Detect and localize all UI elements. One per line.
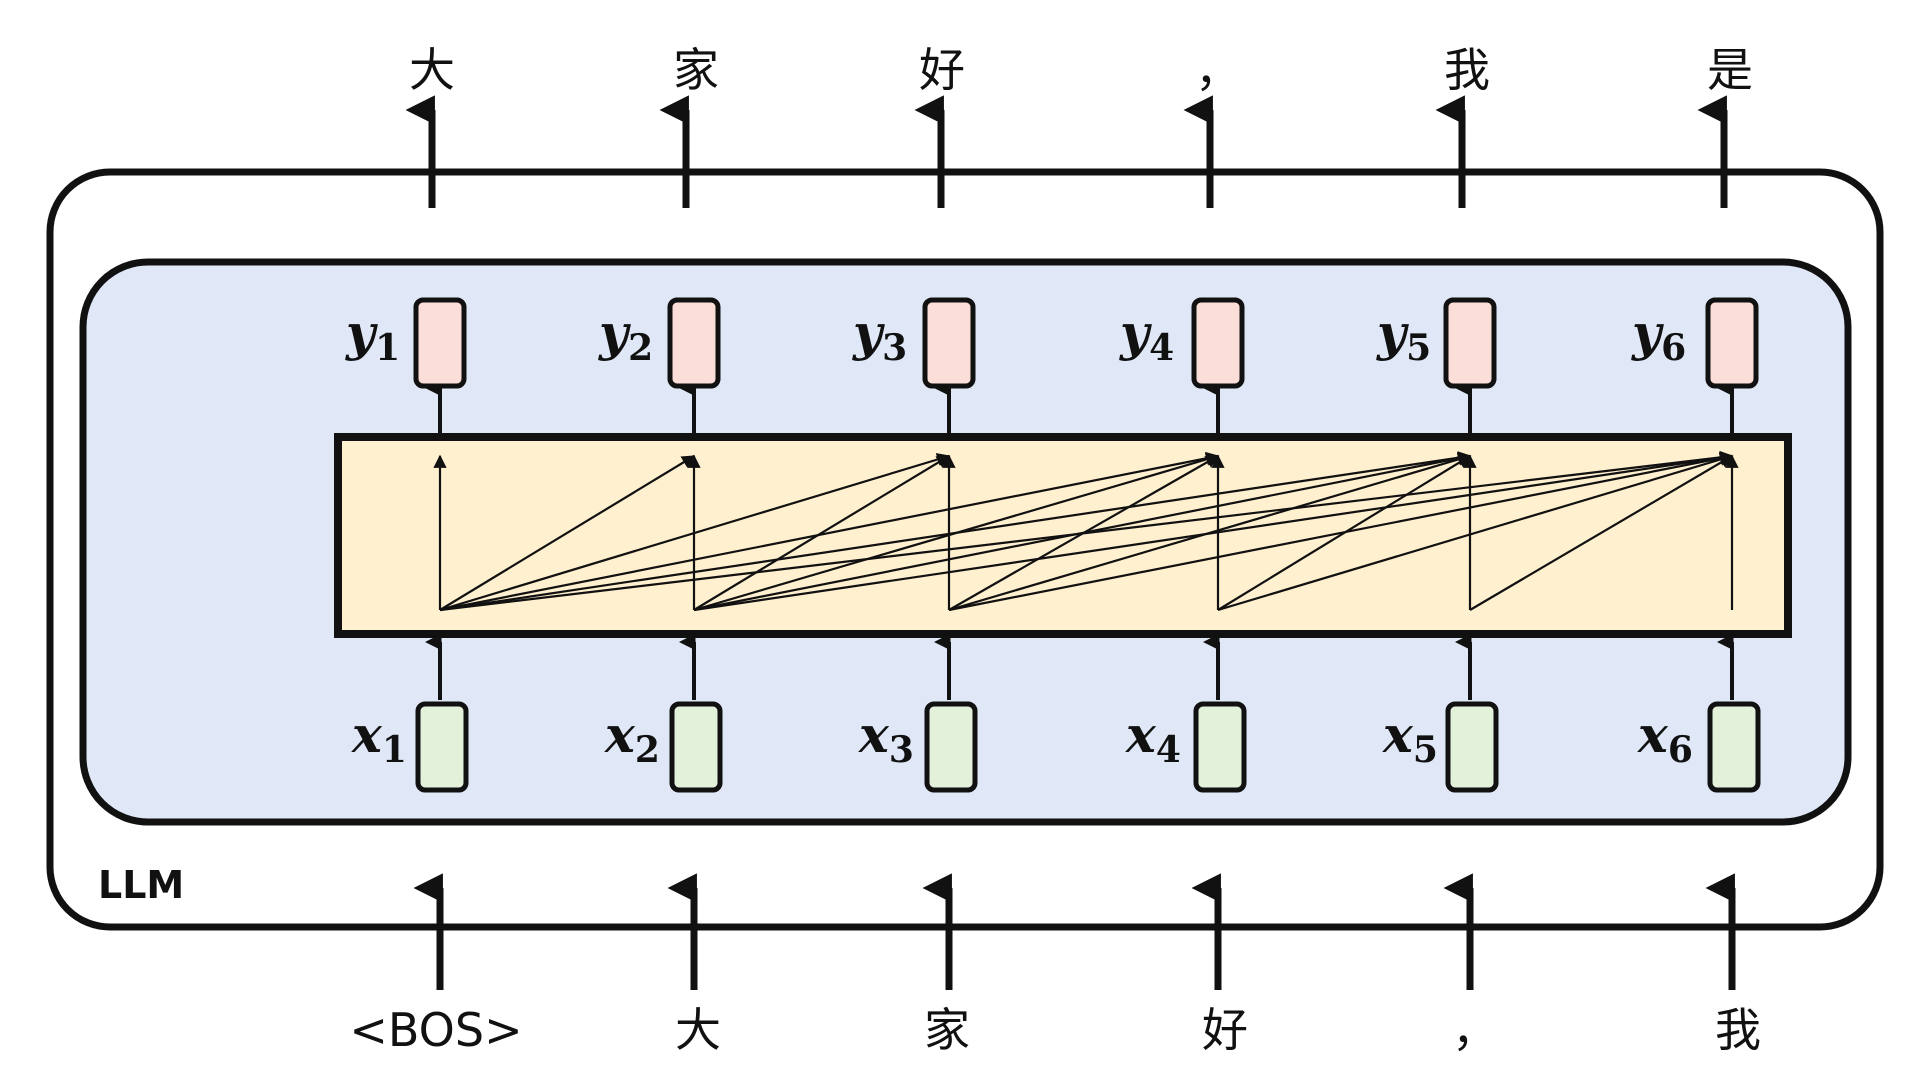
y4-label: y4 bbox=[1119, 303, 1174, 369]
input-token: 好 bbox=[1202, 1003, 1248, 1057]
arrows-layer bbox=[405, 95, 1736, 990]
input-token: <BOS> bbox=[349, 1003, 522, 1057]
x3-box bbox=[924, 701, 978, 793]
output-token: 大 bbox=[409, 43, 455, 97]
y1-label: y1 bbox=[345, 303, 400, 369]
y6-box bbox=[1705, 297, 1759, 389]
attention-edge bbox=[1469, 455, 1734, 611]
x5-box bbox=[1445, 701, 1499, 793]
llm-label: LLM bbox=[98, 863, 184, 907]
attention-edge bbox=[439, 451, 1472, 612]
y1-box bbox=[413, 297, 467, 389]
x6-label: x6 bbox=[1637, 705, 1693, 771]
x4-box bbox=[1193, 701, 1247, 793]
output-token: 我 bbox=[1444, 43, 1490, 97]
y-subscript: 4 bbox=[1149, 327, 1174, 369]
x-subscript: 3 bbox=[889, 729, 914, 771]
input-token: 家 bbox=[924, 1003, 970, 1057]
attention-connections bbox=[433, 450, 1739, 612]
x-subscript: 6 bbox=[1668, 729, 1693, 771]
y5-box bbox=[1443, 297, 1497, 389]
attention-edge bbox=[439, 450, 1734, 612]
y2-label: y2 bbox=[598, 303, 653, 369]
x6-box bbox=[1707, 701, 1761, 793]
attention-block bbox=[334, 433, 1792, 638]
x-symbol: x bbox=[1125, 705, 1157, 764]
x-symbol: x bbox=[1637, 705, 1669, 764]
x-symbol: x bbox=[604, 705, 636, 764]
input-token: ， bbox=[1452, 1003, 1498, 1057]
output-token: 家 bbox=[673, 43, 719, 97]
x2-label: x2 bbox=[604, 705, 660, 771]
x-symbol: x bbox=[351, 705, 383, 764]
y-symbol: y bbox=[1631, 303, 1664, 362]
attention-edge bbox=[439, 451, 1220, 612]
x3-label: x3 bbox=[858, 705, 914, 771]
token-boxes bbox=[413, 297, 1761, 793]
attention-edge bbox=[693, 451, 1734, 612]
attention-edge bbox=[948, 451, 1734, 612]
x-subscript: 2 bbox=[635, 729, 660, 771]
y-symbol: y bbox=[1119, 303, 1152, 362]
x-subscript: 1 bbox=[382, 729, 407, 771]
y-symbol: y bbox=[345, 303, 378, 362]
x-symbol: x bbox=[1382, 705, 1414, 764]
y-subscript: 6 bbox=[1661, 327, 1686, 369]
y-subscript: 1 bbox=[375, 327, 400, 369]
y-subscript: 2 bbox=[628, 327, 653, 369]
x2-box bbox=[669, 701, 723, 793]
y-symbol: y bbox=[1376, 303, 1409, 362]
x5-label: x5 bbox=[1382, 705, 1438, 771]
attention-edge bbox=[693, 455, 951, 611]
attention-edge bbox=[439, 453, 951, 612]
y-subscript: 3 bbox=[882, 327, 907, 369]
x-subscript: 4 bbox=[1156, 729, 1181, 771]
x1-box bbox=[415, 701, 469, 793]
y-symbol: y bbox=[598, 303, 631, 362]
input-token: 大 bbox=[675, 1003, 721, 1057]
input-token: 我 bbox=[1715, 1003, 1761, 1057]
x-subscript: 5 bbox=[1413, 729, 1438, 771]
y-subscript: 5 bbox=[1406, 327, 1431, 369]
output-token: 是 bbox=[1707, 43, 1753, 97]
x4-label: x4 bbox=[1125, 705, 1181, 771]
output-token: ， bbox=[1195, 43, 1241, 97]
y4-box bbox=[1191, 297, 1245, 389]
y6-label: y6 bbox=[1631, 303, 1686, 369]
y3-box bbox=[922, 297, 976, 389]
y2-box bbox=[667, 297, 721, 389]
y5-label: y5 bbox=[1376, 303, 1431, 369]
output-token: 好 bbox=[919, 43, 965, 97]
x1-label: x1 bbox=[351, 705, 407, 771]
y3-label: y3 bbox=[852, 303, 907, 369]
y-symbol: y bbox=[852, 303, 885, 362]
attention-edge bbox=[1217, 453, 1734, 612]
x-symbol: x bbox=[858, 705, 890, 764]
attention-edge bbox=[439, 455, 696, 611]
